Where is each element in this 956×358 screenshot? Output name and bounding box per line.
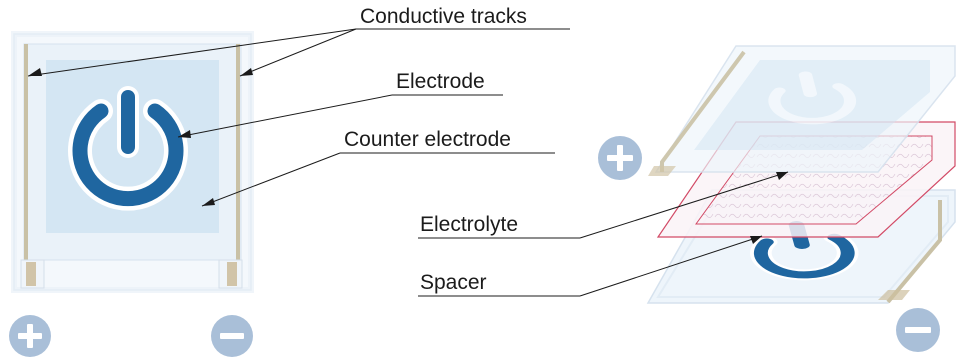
label-electrode: Electrode [396,70,485,93]
power-icon [68,86,188,211]
plus-circle-icon [9,315,51,357]
conductive-track-left [24,44,28,284]
arrowheads [28,68,788,244]
leader-lines [27,28,789,297]
minus-circle-icon-exploded [896,308,940,352]
label-counter-electrode: Counter electrode [344,128,511,151]
label-conductive-tracks: Conductive tracks [360,5,527,28]
minus-circle-icon [211,315,253,357]
label-spacer: Spacer [420,271,487,294]
label-electrolyte: Electrolyte [420,213,519,236]
plus-circle-icon-exploded [598,136,642,180]
exploded-top-layer [648,45,956,176]
assembled-device [11,31,254,293]
conductive-track-right [236,44,240,284]
